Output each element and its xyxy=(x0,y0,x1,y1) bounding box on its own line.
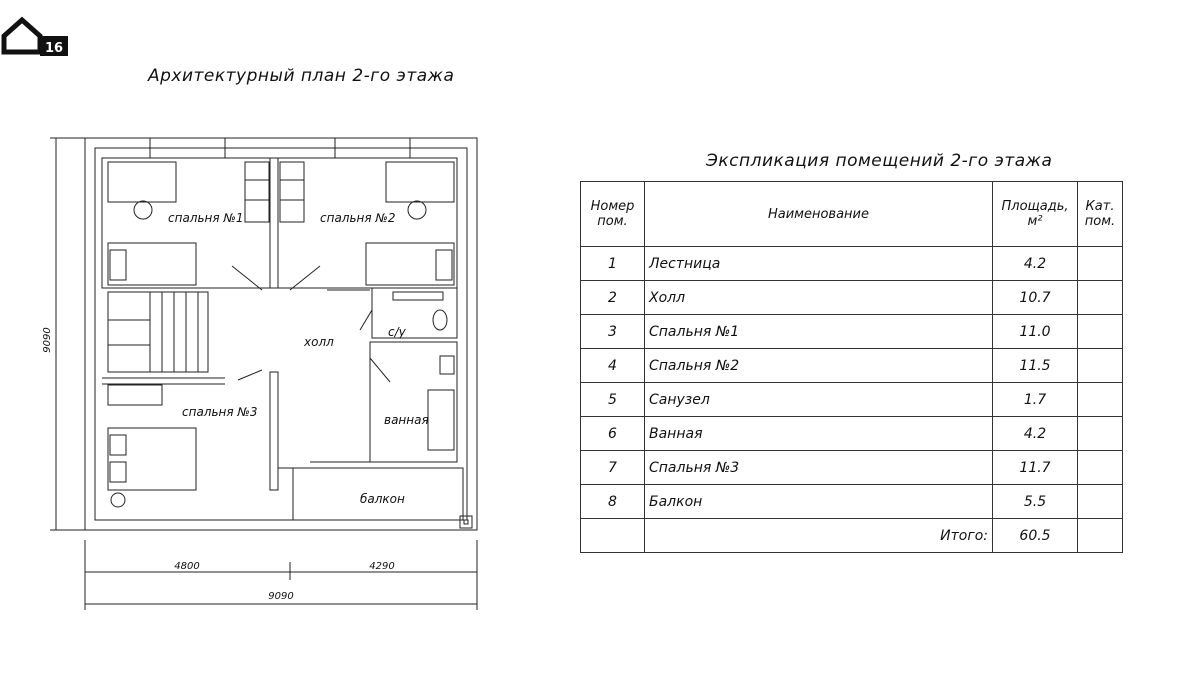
total-value: 60.5 xyxy=(992,518,1078,553)
row-name-text: Спальня №1 xyxy=(649,323,740,340)
room-label-wc: с/у xyxy=(388,325,407,339)
row-cat xyxy=(1077,416,1123,451)
header-cat: Кат. пом. xyxy=(1077,181,1123,247)
row-num: 7 xyxy=(580,450,645,485)
row-cat xyxy=(1077,484,1123,519)
table-row: 5 Санузел 1.7 xyxy=(580,382,1123,417)
logo-badge xyxy=(40,36,68,56)
row-name: Спальня №2 xyxy=(644,348,993,383)
row-name: Балкон xyxy=(644,484,993,519)
row-area: 11.7 xyxy=(992,450,1078,485)
table-total-row: Итого: 60.5 xyxy=(580,518,1123,553)
house-logo-icon xyxy=(1,16,43,55)
row-name-text: Холл xyxy=(649,289,686,306)
row-cat xyxy=(1077,246,1123,281)
row-area: 10.7 xyxy=(992,280,1078,315)
room-label-hall: холл xyxy=(303,335,334,349)
table-row: 2 Холл 10.7 xyxy=(580,280,1123,315)
row-name-text: Спальня №2 xyxy=(649,357,740,374)
row-num: 8 xyxy=(580,484,645,519)
room-label-balcony: балкон xyxy=(360,492,405,506)
row-name-text: Санузел xyxy=(649,391,710,408)
row-num: 2 xyxy=(580,280,645,315)
room-label-bath: ванная xyxy=(384,413,429,427)
row-num: 4 xyxy=(580,348,645,383)
table-row: 3 Спальня №1 11.0 xyxy=(580,314,1123,349)
total-cat xyxy=(1077,518,1123,553)
row-name: Холл xyxy=(644,280,993,315)
row-name: Лестница xyxy=(644,246,993,281)
table-row: 1 Лестница 4.2 xyxy=(580,246,1123,281)
table-row: 6 Ванная 4.2 xyxy=(580,416,1123,451)
table-row: 7 Спальня №3 11.7 xyxy=(580,450,1123,485)
row-area: 4.2 xyxy=(992,416,1078,451)
room-label-bedroom2: спальня №2 xyxy=(320,211,396,225)
header-name: Наименование xyxy=(644,181,993,247)
row-name: Санузел xyxy=(644,382,993,417)
dim-total-width: 9090 xyxy=(268,591,293,602)
row-num: 3 xyxy=(580,314,645,349)
row-name: Ванная xyxy=(644,416,993,451)
row-name: Спальня №3 xyxy=(644,450,993,485)
room-label-bedroom3: спальня №3 xyxy=(182,405,258,419)
row-name-text: Ванная xyxy=(649,425,703,442)
row-name-text: Спальня №3 xyxy=(649,459,740,476)
logo-number: 16 xyxy=(45,41,63,56)
dim-right-width: 4290 xyxy=(369,561,394,572)
plan-title: Архитектурный план 2-го этажа xyxy=(148,66,455,86)
total-empty xyxy=(580,518,645,553)
row-area: 1.7 xyxy=(992,382,1078,417)
row-name: Спальня №1 xyxy=(644,314,993,349)
row-cat xyxy=(1077,280,1123,315)
row-area: 11.0 xyxy=(992,314,1078,349)
dim-total-height: 9090 xyxy=(42,327,53,352)
row-name-text: Лестница xyxy=(649,255,721,272)
row-name-text: Балкон xyxy=(649,493,703,510)
row-num: 6 xyxy=(580,416,645,451)
row-cat xyxy=(1077,314,1123,349)
outer-wall-inner xyxy=(94,147,468,521)
row-cat xyxy=(1077,450,1123,485)
explication-table: Номер пом. Наименование Площадь, м² Кат.… xyxy=(580,181,1123,553)
row-cat xyxy=(1077,348,1123,383)
header-num: Номер пом. xyxy=(580,181,645,247)
table-row: 8 Балкон 5.5 xyxy=(580,484,1123,519)
row-num: 5 xyxy=(580,382,645,417)
total-label: Итого: xyxy=(644,518,993,553)
dim-left-width: 4800 xyxy=(174,561,199,572)
table-header-row: Номер пом. Наименование Площадь, м² Кат.… xyxy=(580,181,1123,247)
row-num: 1 xyxy=(580,246,645,281)
logo: 16 xyxy=(1,16,68,56)
explication-title: Экспликация помещений 2-го этажа xyxy=(706,151,1053,171)
row-cat xyxy=(1077,382,1123,417)
header-area: Площадь, м² xyxy=(992,181,1078,247)
row-area: 4.2 xyxy=(992,246,1078,281)
room-label-bedroom1: спальня №1 xyxy=(168,211,244,225)
table-row: 4 Спальня №2 11.5 xyxy=(580,348,1123,383)
outer-wall xyxy=(84,137,478,531)
row-area: 11.5 xyxy=(992,348,1078,383)
row-area: 5.5 xyxy=(992,484,1078,519)
